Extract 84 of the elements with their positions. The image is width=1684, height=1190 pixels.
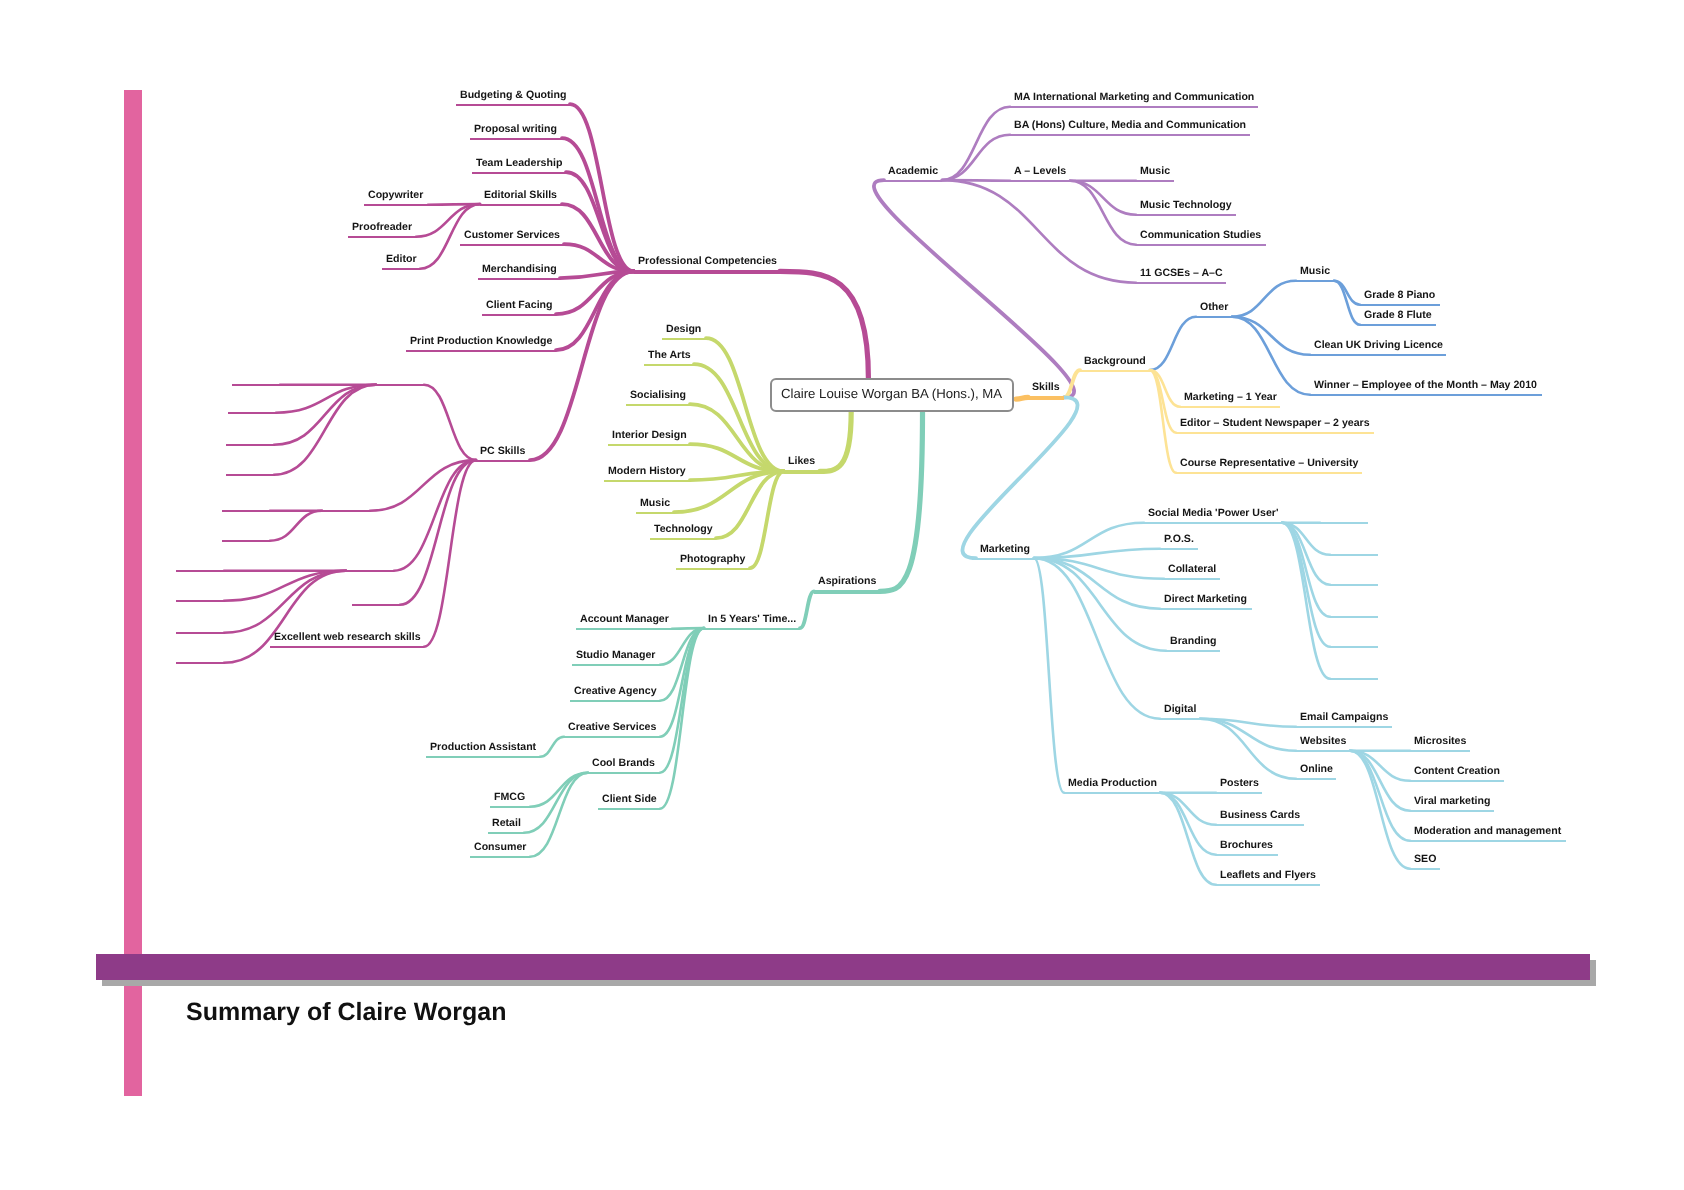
branch-line xyxy=(1068,179,1138,182)
branch-line xyxy=(658,626,706,810)
branch-line xyxy=(1230,279,1298,318)
branch-end-line xyxy=(1330,646,1378,648)
branch-line xyxy=(392,458,478,572)
branch-line xyxy=(568,102,636,274)
branch-line xyxy=(1158,791,1218,886)
branch-line xyxy=(940,178,1138,284)
branch-end-line xyxy=(1320,522,1368,524)
branch-line xyxy=(1280,521,1322,524)
branch-line xyxy=(658,626,706,774)
title: Summary of Claire Worgan xyxy=(186,998,507,1026)
branch-line xyxy=(1068,179,1138,216)
branch-end-line xyxy=(376,384,424,386)
branch-line xyxy=(714,469,786,540)
branch-line xyxy=(748,469,786,570)
branch-line xyxy=(398,458,478,606)
branch-line xyxy=(1230,315,1312,396)
branch-line xyxy=(1280,521,1332,618)
branch-line xyxy=(658,626,706,702)
branch-line xyxy=(658,626,706,666)
branch-end-line xyxy=(176,662,224,664)
branch-line xyxy=(658,626,706,738)
branch-line xyxy=(1158,791,1218,794)
branch-line xyxy=(1198,717,1298,752)
branch-line xyxy=(777,268,871,381)
branch-line xyxy=(222,569,348,602)
branch-line xyxy=(1348,749,1412,752)
branch-line xyxy=(1032,556,1066,794)
branch-line xyxy=(1032,556,1162,720)
branch-line xyxy=(274,383,378,414)
branch-line xyxy=(1332,279,1362,326)
branch-line xyxy=(1230,315,1312,356)
branch-line xyxy=(1348,749,1412,870)
branch-end-line xyxy=(222,540,270,542)
branch-line xyxy=(1280,521,1332,648)
branch-line xyxy=(1013,394,1031,402)
branch-line xyxy=(222,569,348,664)
branch-line xyxy=(877,409,926,594)
branch-line xyxy=(872,178,1076,400)
branch-line xyxy=(418,202,482,270)
branch-line xyxy=(1198,717,1298,780)
branch-line xyxy=(1198,717,1298,728)
branch-line xyxy=(1148,368,1182,408)
branch-line xyxy=(1348,749,1412,782)
branch-line xyxy=(1148,368,1178,434)
branch-line xyxy=(798,589,816,630)
branch-end-line xyxy=(1330,678,1378,680)
branch-line xyxy=(1068,179,1138,246)
branch-line xyxy=(817,409,854,474)
branch-line xyxy=(272,383,378,476)
branch-line xyxy=(278,383,378,386)
branch-line xyxy=(268,509,324,542)
branch-line xyxy=(528,771,590,808)
branch-end-line xyxy=(176,600,224,602)
branch-line xyxy=(538,735,566,758)
branch-end-line xyxy=(1330,616,1378,618)
branch-end-line xyxy=(176,570,224,572)
branch-end-line xyxy=(176,632,224,634)
branch-end-line xyxy=(222,510,270,512)
branch-end-line xyxy=(228,412,276,414)
branch-line xyxy=(1158,791,1218,826)
branch-line xyxy=(1062,368,1082,400)
branch-end-line xyxy=(1330,584,1378,586)
branch-end-line xyxy=(322,510,370,512)
branch-end-line xyxy=(1330,554,1378,556)
branch-line xyxy=(528,269,636,462)
branch-line xyxy=(1148,315,1198,372)
branch-line xyxy=(1332,279,1362,306)
branch-line xyxy=(961,395,1079,560)
branch-line xyxy=(940,133,1012,182)
branch-line xyxy=(1280,521,1332,680)
branch-line xyxy=(222,569,348,572)
branch-line xyxy=(1148,368,1178,474)
branch-line xyxy=(940,105,1012,182)
branch-line xyxy=(528,771,590,858)
branch-line xyxy=(268,509,324,512)
branch-end-line xyxy=(346,570,394,572)
branch-line xyxy=(422,383,478,462)
branch-end-line xyxy=(226,474,274,476)
branch-end-line xyxy=(352,604,400,606)
branch-line xyxy=(422,458,478,648)
branch-end-line xyxy=(226,444,274,446)
branch-end-line xyxy=(232,384,280,386)
